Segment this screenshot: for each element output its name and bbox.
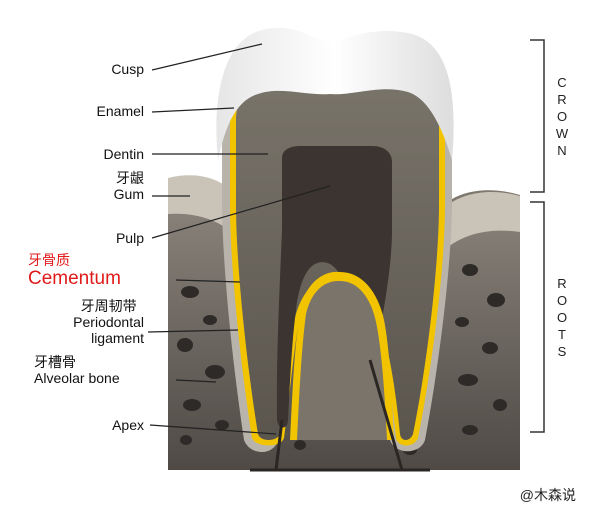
alveolar-label-cn: 牙槽骨 bbox=[34, 354, 76, 370]
pulp-label: Pulp bbox=[115, 230, 144, 246]
cementum-label-cn: 牙骨质 bbox=[28, 252, 70, 268]
periodontal-label-line2: ligament bbox=[91, 330, 144, 346]
periodontal-label-line1: Periodontal bbox=[73, 314, 144, 330]
roots-letter: T bbox=[558, 327, 566, 342]
crown-letter: N bbox=[557, 143, 567, 158]
cementum-label-en: Cementum bbox=[28, 268, 121, 289]
section-brackets bbox=[530, 39, 545, 433]
apex-label: Apex bbox=[112, 417, 144, 433]
tooth-body bbox=[216, 27, 454, 472]
author-credit: @木森说 bbox=[519, 487, 576, 503]
dentin-label: Dentin bbox=[103, 146, 144, 162]
gum-label: 牙龈 Gum bbox=[114, 170, 144, 202]
periodontal-ligament-label: 牙周韧带 Periodontal ligament bbox=[73, 298, 144, 346]
periodontal-label-cn: 牙周韧带 bbox=[80, 298, 137, 314]
cementum-label: 牙骨质 Cementum bbox=[28, 252, 121, 290]
roots-letter: S bbox=[557, 344, 567, 359]
cusp-label: Cusp bbox=[111, 61, 144, 77]
alveolar-label-en: Alveolar bone bbox=[34, 370, 120, 386]
enamel-label: Enamel bbox=[96, 103, 144, 119]
crown-letter: R bbox=[557, 92, 567, 107]
crown-letter: C bbox=[557, 75, 567, 90]
crown-letter: W bbox=[555, 126, 569, 141]
roots-letter: O bbox=[556, 310, 568, 325]
roots-letter: O bbox=[556, 293, 568, 308]
leader-lines bbox=[147, 43, 331, 435]
roots-letter: R bbox=[557, 276, 567, 291]
alveolar-bone-label: 牙槽骨 Alveolar bone bbox=[34, 354, 120, 386]
gum-label-en: Gum bbox=[113, 186, 144, 202]
gum-label-cn: 牙龈 bbox=[116, 170, 144, 186]
crown-letter: O bbox=[556, 109, 568, 124]
